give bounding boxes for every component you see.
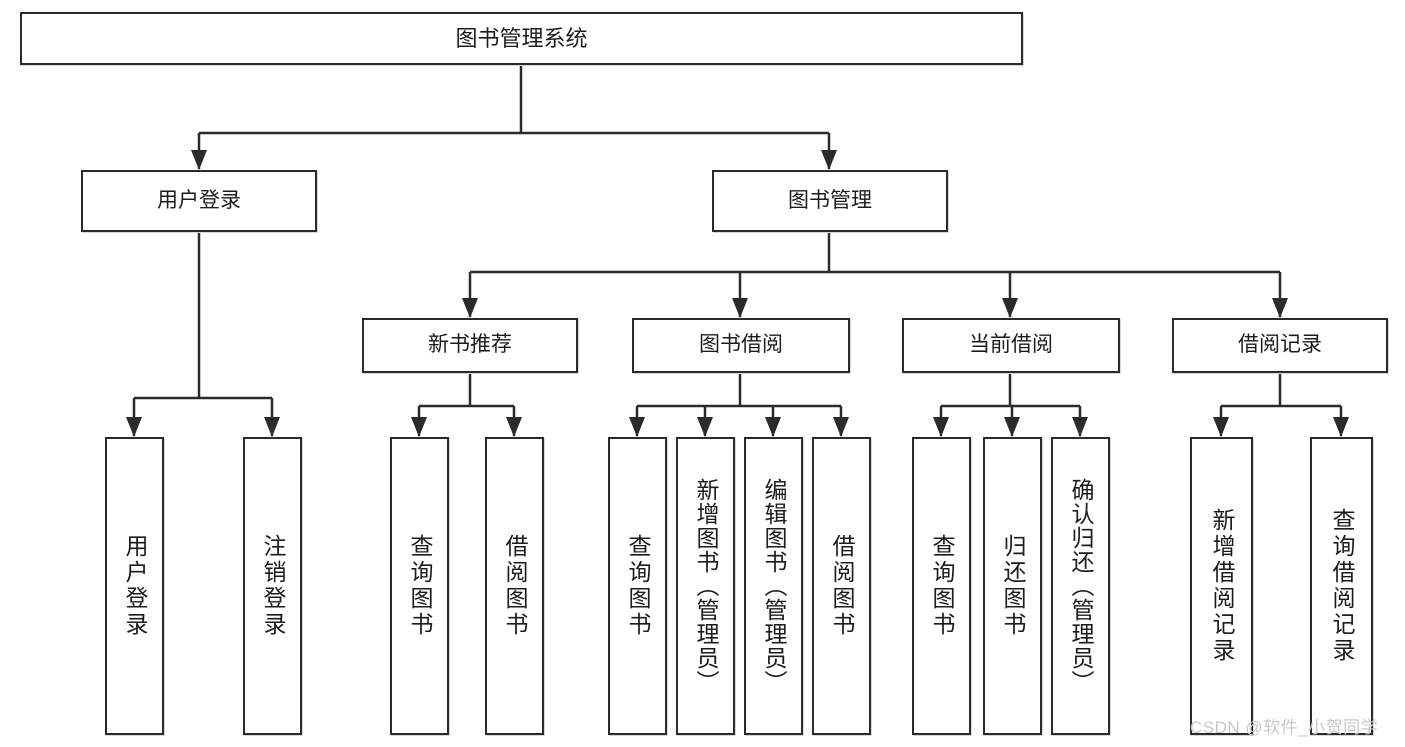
edge-root-arrow-0 <box>191 150 207 170</box>
node-label: 新增图书（管理员） <box>693 478 719 694</box>
node-leaf-user-login[interactable]: 用户登录 <box>105 437 164 735</box>
node-label: 查询图书 <box>929 534 955 638</box>
node-label: 用户登录 <box>122 534 148 638</box>
edge-book-borrow-arrow-2 <box>765 417 781 437</box>
node-new-book-rec[interactable]: 新书推荐 <box>362 318 578 373</box>
node-label: 图书借阅 <box>699 333 783 357</box>
node-borrow-record[interactable]: 借阅记录 <box>1172 318 1388 373</box>
edge-borrow-record-arrow-1 <box>1333 417 1349 437</box>
node-label: 查询图书 <box>407 534 433 638</box>
node-leaf-add-borrow-record[interactable]: 新增借阅记录 <box>1190 437 1253 735</box>
edge-book-manage-arrow-2 <box>1002 298 1018 318</box>
edge-book-manage-arrow-1 <box>732 298 748 318</box>
node-leaf-borrow-book-1[interactable]: 借阅图书 <box>485 437 544 735</box>
node-root[interactable]: 图书管理系统 <box>20 12 1023 65</box>
node-leaf-borrow-book-2[interactable]: 借阅图书 <box>812 437 871 735</box>
node-label: 当前借阅 <box>969 333 1053 357</box>
node-label: 图书管理系统 <box>455 25 588 51</box>
node-book-borrow[interactable]: 图书借阅 <box>632 318 850 373</box>
edge-new-book-rec-arrow-1 <box>506 417 522 437</box>
node-leaf-add-book-admin[interactable]: 新增图书（管理员） <box>676 437 735 735</box>
edge-book-borrow-arrow-0 <box>629 417 645 437</box>
node-leaf-confirm-return-admin[interactable]: 确认归还（管理员） <box>1051 437 1110 735</box>
node-label: 确认归还（管理员） <box>1068 478 1094 694</box>
edge-book-manage-arrow-3 <box>1272 298 1288 318</box>
node-leaf-return-book[interactable]: 归还图书 <box>983 437 1042 735</box>
edge-user-login-arrow-0 <box>126 417 142 437</box>
edge-book-manage-arrow-0 <box>462 298 478 318</box>
node-label: 借阅图书 <box>502 534 528 638</box>
node-label: 归还图书 <box>1000 534 1026 638</box>
node-label: 新增借阅记录 <box>1209 508 1235 664</box>
csdn-watermark: CSDN @软件_小贺同学 <box>1190 718 1379 737</box>
node-book-manage[interactable]: 图书管理 <box>712 170 948 232</box>
node-label: 注销登录 <box>260 534 286 638</box>
node-user-login[interactable]: 用户登录 <box>81 170 317 232</box>
edge-current-borrow-arrow-2 <box>1072 417 1088 437</box>
node-label: 借阅记录 <box>1238 333 1322 357</box>
node-label: 编辑图书（管理员） <box>761 478 787 694</box>
node-label: 图书管理 <box>788 188 872 212</box>
edge-borrow-record-arrow-0 <box>1213 417 1229 437</box>
node-label: 查询图书 <box>625 534 651 638</box>
edge-book-borrow-arrow-3 <box>833 417 849 437</box>
node-current-borrow[interactable]: 当前借阅 <box>902 318 1120 373</box>
node-leaf-logout-login[interactable]: 注销登录 <box>243 437 302 735</box>
edge-current-borrow-arrow-1 <box>1004 417 1020 437</box>
edge-current-borrow-arrow-0 <box>933 417 949 437</box>
node-leaf-query-borrow-record[interactable]: 查询借阅记录 <box>1310 437 1373 735</box>
node-leaf-edit-book-admin[interactable]: 编辑图书（管理员） <box>744 437 803 735</box>
node-label: 用户登录 <box>157 188 241 212</box>
edge-root-arrow-1 <box>821 150 837 170</box>
node-label: 新书推荐 <box>428 333 512 357</box>
edge-new-book-rec-arrow-0 <box>411 417 427 437</box>
node-label: 借阅图书 <box>829 534 855 638</box>
edge-user-login-arrow-1 <box>264 417 280 437</box>
node-leaf-query-book-1[interactable]: 查询图书 <box>390 437 449 735</box>
node-leaf-query-book-2[interactable]: 查询图书 <box>608 437 667 735</box>
node-label: 查询借阅记录 <box>1329 508 1355 664</box>
node-leaf-query-book-3[interactable]: 查询图书 <box>912 437 971 735</box>
edge-book-borrow-arrow-1 <box>697 417 713 437</box>
